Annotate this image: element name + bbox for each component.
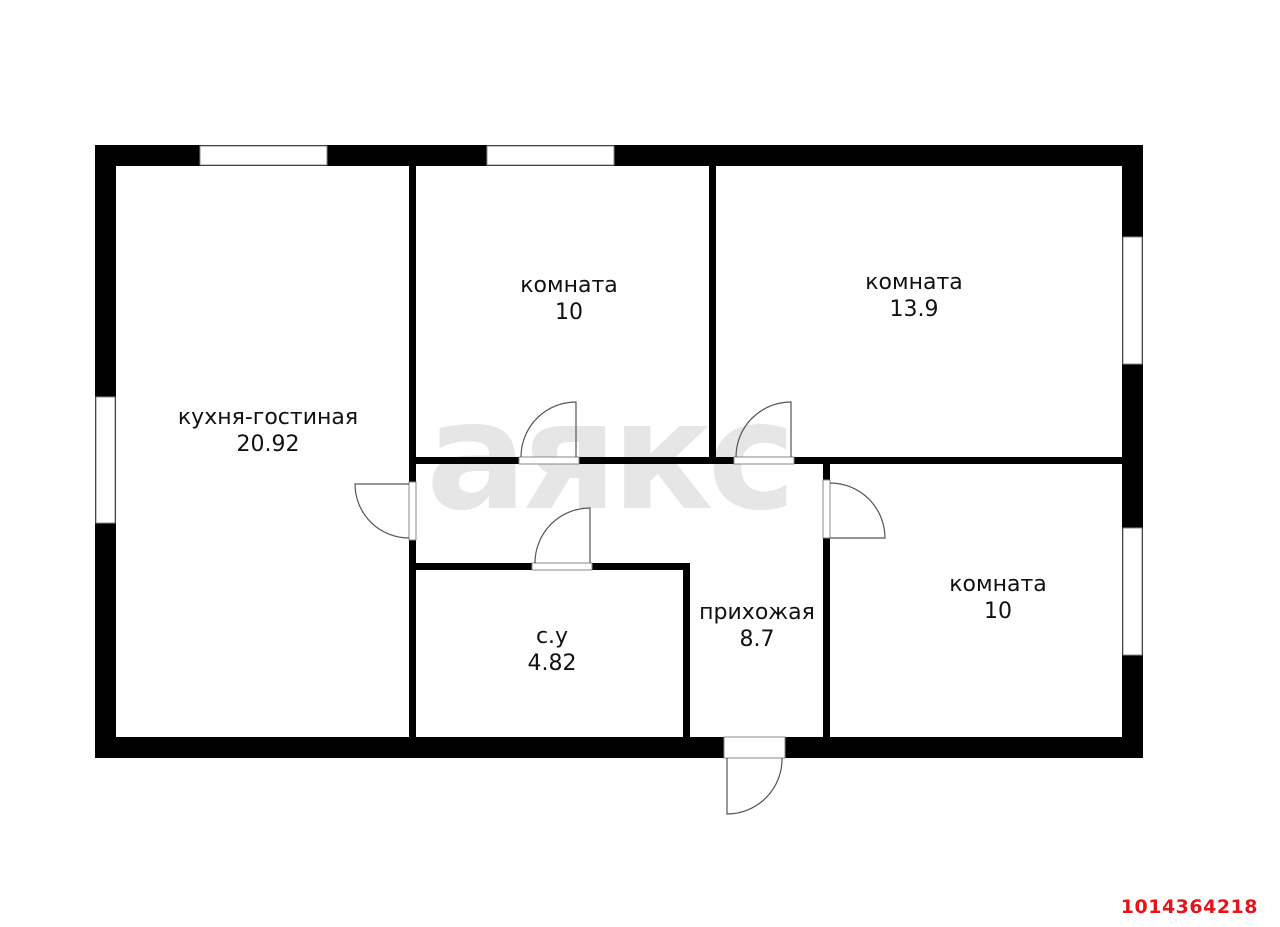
room-area: 20.92 — [236, 432, 300, 457]
door-entrance — [726, 757, 783, 815]
window-right-2 — [1122, 527, 1143, 656]
door-swings — [354, 401, 886, 815]
room-label-hallway: прихожая 8.7 — [699, 599, 815, 653]
room-label-room-2: комната 13.9 — [865, 269, 963, 323]
room-area: 10 — [554, 300, 583, 325]
room-label-bathroom: с.у 4.82 — [528, 623, 577, 677]
room-label-room-3: комната 10 — [949, 571, 1047, 625]
room-area: 10 — [983, 599, 1012, 624]
room-name: комната — [949, 572, 1047, 597]
room-name: прихожая — [699, 600, 815, 625]
door-openings — [408, 456, 831, 759]
door-room-2 — [735, 401, 792, 458]
door-bathroom — [534, 507, 591, 564]
room-label-kitchen-living: кухня-гостиная 20.92 — [178, 404, 358, 458]
room-area: 8.7 — [739, 627, 775, 652]
room-label-room-1: комната 10 — [520, 272, 618, 326]
window-left — [95, 396, 116, 524]
door-room-1 — [520, 401, 577, 458]
window-top-1 — [199, 145, 328, 166]
room-name: комната — [520, 273, 618, 298]
room-area: 13.9 — [889, 297, 939, 322]
room-name: с.у — [535, 624, 569, 649]
windows — [95, 145, 1143, 656]
door-room-3 — [829, 482, 886, 539]
window-right-1 — [1122, 236, 1143, 365]
listing-id: 1014364218 — [1120, 896, 1258, 918]
door-kitchen — [354, 483, 410, 539]
room-name: кухня-гостиная — [177, 405, 359, 430]
window-top-2 — [486, 145, 615, 166]
room-name: комната — [865, 270, 963, 295]
room-area: 4.82 — [527, 651, 577, 676]
